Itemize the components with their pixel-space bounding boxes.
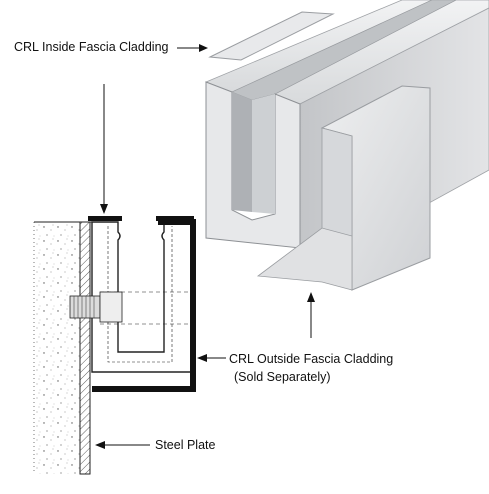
steel-plate-label: Steel Plate	[155, 438, 216, 452]
concrete-wall	[34, 222, 80, 474]
outside-fascia-cladding-label: CRL Outside Fascia Cladding	[229, 352, 394, 366]
outside-cladding-bottom	[256, 227, 353, 291]
steel-plate	[79, 221, 91, 475]
leader-arrows	[95, 44, 315, 449]
base-shoe-profile	[91, 221, 193, 373]
inside-cladding-cap-left	[88, 216, 122, 221]
cross-section-drawing	[33, 216, 196, 475]
sold-separately-label: (Sold Separately)	[234, 370, 331, 384]
inside-fascia-cladding-label: CRL Inside Fascia Cladding	[14, 40, 169, 54]
inside-cladding-strip	[208, 11, 335, 61]
inside-cladding-cap-right	[156, 216, 194, 221]
anchor-bolt	[69, 291, 123, 323]
base-shoe-3d-illustration	[204, 0, 489, 291]
